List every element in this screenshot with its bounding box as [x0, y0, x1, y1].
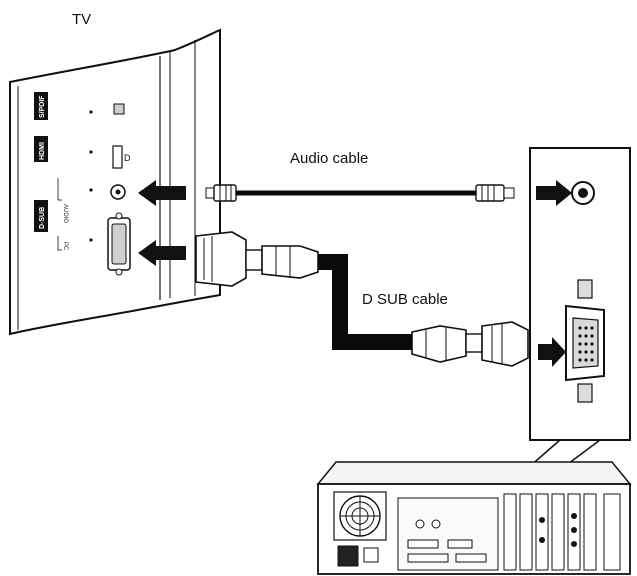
arrow-audio-to-tv-icon	[138, 180, 186, 206]
audio-side-label: AUDIO	[62, 204, 68, 223]
arrow-audio-to-pc-icon	[536, 180, 572, 206]
hdmi-port-icon	[112, 145, 123, 169]
spdif-port-icon	[113, 103, 125, 115]
pc-rear-zoom-panel	[529, 147, 631, 441]
dsub-tag: D-SUB	[34, 200, 48, 232]
audio-cable-label: Audio cable	[290, 150, 368, 167]
hdmi-tag: HDMI	[34, 136, 48, 162]
svg-text:D: D	[124, 153, 131, 163]
tv-rear-panel: S/PDIF HDMI AUDIO D-SUB PC D	[9, 28, 221, 336]
dsub-cable-label: D SUB cable	[362, 291, 448, 308]
arrow-dsub-to-pc-icon	[538, 337, 566, 367]
pc-vga-port-icon	[565, 279, 605, 403]
pc-tower-icon	[316, 461, 632, 575]
svg-text:HDMI: HDMI	[39, 142, 46, 160]
spdif-tag: S/PDIF	[34, 92, 48, 120]
audio-cable	[205, 184, 515, 202]
svg-text:D-SUB: D-SUB	[39, 207, 46, 229]
svg-text:S/PDIF: S/PDIF	[39, 95, 46, 118]
pc-side-label: PC	[62, 242, 68, 251]
tv-label: TV	[72, 11, 91, 28]
vga-port-icon	[107, 212, 131, 276]
dsub-cable	[195, 231, 529, 367]
arrow-dsub-to-tv-icon	[138, 240, 186, 266]
